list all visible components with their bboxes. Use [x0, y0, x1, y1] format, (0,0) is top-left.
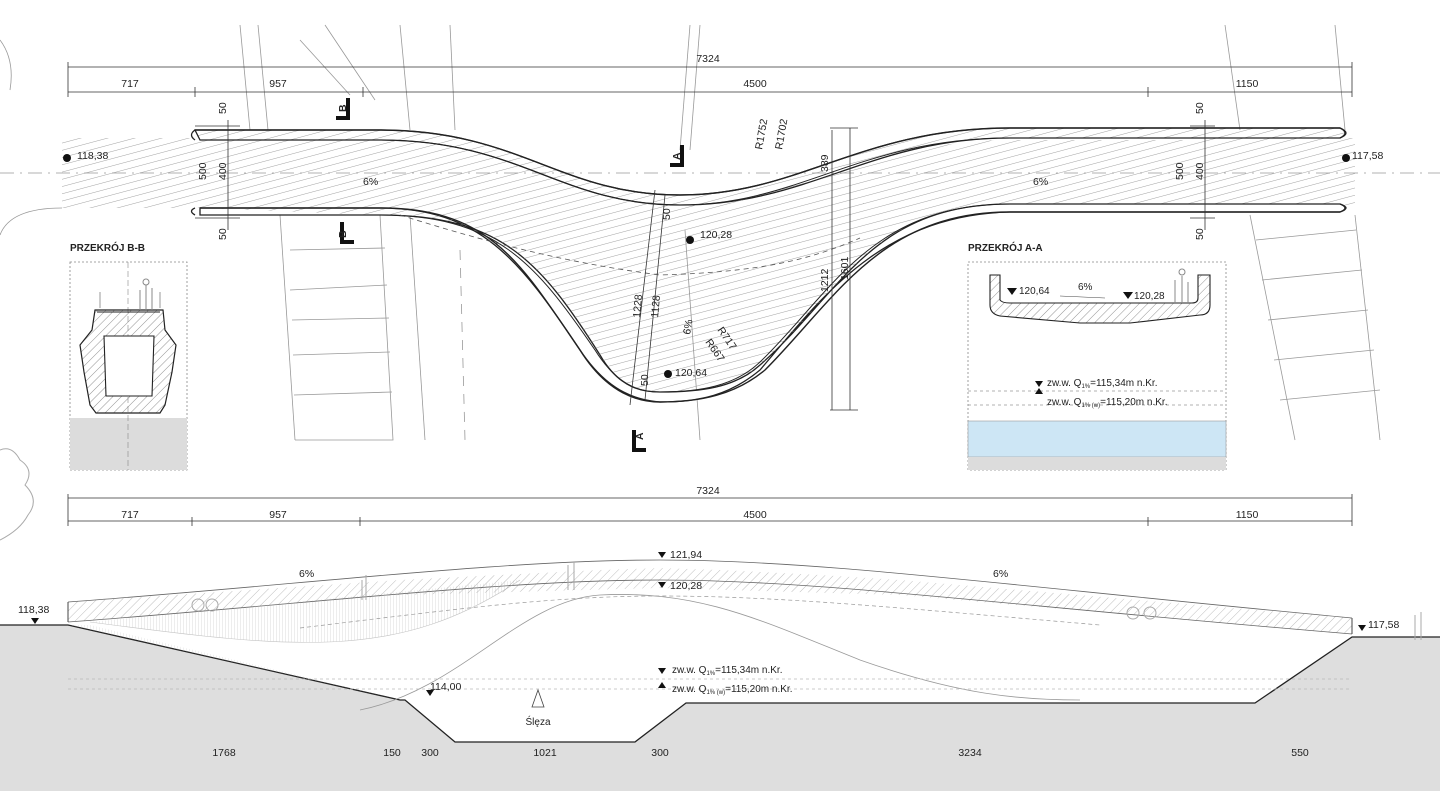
river-name: Ślęza: [525, 715, 550, 728]
plan-offset-low: 50: [639, 374, 651, 386]
plan-width-inner-l: 400: [217, 162, 229, 180]
plan-elev-markers: [63, 154, 1350, 378]
elev-slope-left: 6%: [299, 568, 314, 580]
plan-dim-1212: 1212: [819, 268, 831, 292]
plan-width-outer-r: 500: [1174, 162, 1186, 180]
bottom-dim-4: 1021: [533, 747, 557, 759]
cut-b-bottom: B: [337, 230, 349, 238]
section-aa-water-q1b: zw.w. Q1% (w)=115,20m n.Kr.: [1047, 397, 1167, 409]
section-aa-elev-left: 120,64: [1019, 286, 1050, 297]
section-aa-water: [967, 420, 1227, 458]
section-bb-title: PRZEKRÓJ B-B: [70, 241, 145, 254]
section-aa-elev-right: 120,28: [1134, 291, 1165, 302]
plan-width-inner-r: 400: [1194, 162, 1206, 180]
bottom-dim-3: 300: [421, 747, 439, 759]
section-aa-title: PRZEKRÓJ A-A: [968, 241, 1043, 254]
plan-slope-left: 6%: [363, 176, 378, 188]
elev-left: 118,38: [18, 604, 49, 616]
tree-sketch: [0, 448, 34, 541]
plan-dimensions: [67, 62, 1353, 411]
plan-seg-1: 717: [121, 78, 139, 90]
plan-offset-tl: 50: [217, 102, 229, 114]
bottom-dim-6: 3234: [958, 747, 982, 759]
cut-b-top: B: [337, 104, 349, 112]
elev-bank: 114,00: [430, 681, 461, 693]
plan-radius-1752: R1752: [753, 118, 770, 151]
section-aa-water-q1: zw.w. Q1%=115,34m n.Kr.: [1047, 378, 1157, 390]
plan-offset-mid: 50: [661, 208, 673, 220]
plan-seg-3: 4500: [743, 78, 767, 90]
cut-a-bottom: A: [634, 432, 646, 440]
elev-right: 117,58: [1368, 619, 1399, 631]
plan-dim-1601: 1601: [839, 256, 851, 280]
plan-offset-tr: 50: [1194, 102, 1206, 114]
plan-len-1228: 1228: [631, 294, 645, 318]
plan-bridge: [62, 127, 1355, 403]
elev-water-q1: zw.w. Q1%=115,34m n.Kr.: [672, 665, 782, 677]
cut-a-top: A: [671, 152, 683, 160]
elev-slope-right: 6%: [993, 568, 1008, 580]
bottom-dim-5: 300: [651, 747, 669, 759]
plan-total-span: 7324: [696, 53, 720, 65]
elev-water-q1b: zw.w. Q1% (w)=115,20m n.Kr.: [672, 684, 792, 696]
section-bb: PRZEKRÓJ B-B: [69, 241, 188, 471]
plan-elev-bottom: 120,64: [675, 367, 707, 379]
elevation-markers: [31, 552, 1366, 696]
elev-seg-1: 717: [121, 509, 139, 521]
plan-seg-4: 1150: [1236, 78, 1259, 90]
cut-markers: [336, 98, 684, 452]
elev-seg-2: 957: [269, 509, 287, 521]
plan-context: [0, 24, 1440, 441]
plan-offset-bl: 50: [217, 228, 229, 240]
plan-slope-mid: 6%: [681, 318, 695, 335]
bottom-dim-1: 1768: [212, 747, 236, 759]
plan-slope-right: 6%: [1033, 176, 1048, 188]
plan-radius-1702: R1702: [773, 118, 790, 151]
approach-left: [62, 138, 200, 208]
plan-len-1128: 1128: [649, 295, 663, 319]
elev-seg-3: 4500: [743, 509, 767, 521]
elev-top: 121,94: [670, 549, 702, 561]
elev-seg-4: 1150: [1236, 509, 1259, 521]
approach-right: [1205, 138, 1355, 208]
plan-elev-right: 117,58: [1352, 150, 1383, 162]
section-aa-slope: 6%: [1078, 282, 1093, 293]
plan-width-outer-l: 500: [197, 162, 209, 180]
section-aa: PRZEKRÓJ A-A 120,64 120,28 6% zw.w. Q1%=…: [967, 241, 1227, 471]
plan-elev-left: 118,38: [77, 150, 108, 162]
plan-seg-2: 957: [269, 78, 287, 90]
plan-offset-br: 50: [1194, 228, 1206, 240]
bottom-dim-2: 150: [383, 747, 401, 759]
elevation-ground: [0, 624, 1440, 791]
elev-total-span: 7324: [696, 485, 720, 497]
bottom-dim-7: 550: [1291, 747, 1309, 759]
plan-elev-mid: 120,28: [700, 229, 732, 241]
elevation-bridge: [67, 559, 1422, 711]
deck-lobe-fill: [200, 140, 1205, 392]
elev-deck: 120,28: [670, 580, 702, 592]
plan-dim-389: 389: [819, 154, 831, 172]
